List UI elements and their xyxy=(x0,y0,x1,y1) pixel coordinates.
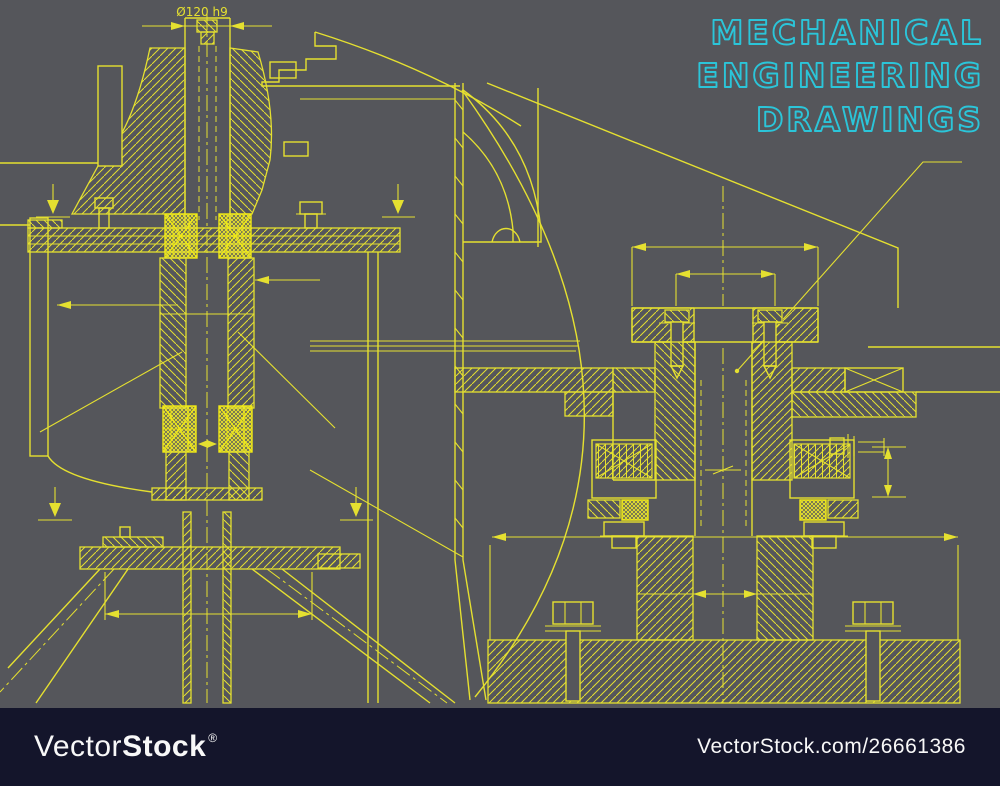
cone-line xyxy=(486,82,899,308)
title-line-2: ENGINEERING xyxy=(696,56,984,95)
base-slab xyxy=(487,639,961,704)
title-text: MECHANICAL ENGINEERING DRAWINGS xyxy=(695,12,984,140)
anchor-bolt-left xyxy=(545,601,601,702)
bell-housing-left xyxy=(70,47,186,215)
blade-profile xyxy=(462,89,542,243)
anchor-bolt-right xyxy=(845,601,901,702)
dimension-arrow xyxy=(171,22,185,30)
engineering-drawing: Ø120 h9 xyxy=(0,5,1000,704)
datum-arrows xyxy=(36,184,415,521)
vectorstock-image-id: VectorStock.com/26661386 xyxy=(697,735,966,758)
wing-profile xyxy=(314,31,522,127)
title-line-1: MECHANICAL xyxy=(711,13,984,52)
right-assembly-drawing xyxy=(310,82,1000,704)
upper-bearing-pair xyxy=(164,213,252,259)
vectorstock-logo: VectorStock® xyxy=(34,730,218,764)
registered-mark: ® xyxy=(208,731,218,745)
bottom-flange xyxy=(79,546,341,570)
left-assembly-drawing: Ø120 h9 xyxy=(0,5,542,704)
blueprint-canvas: Ø120 h9 xyxy=(0,5,1000,704)
main-flange xyxy=(27,227,401,253)
bell-housing-right xyxy=(229,47,273,215)
lower-bearing-pair xyxy=(162,405,253,453)
top-flange xyxy=(631,306,819,344)
logo-prefix: Vector xyxy=(34,730,123,763)
logo-suffix: Stock xyxy=(122,730,207,763)
title-line-3: DRAWINGS xyxy=(756,100,984,139)
dimension-label: Ø120 h9 xyxy=(176,5,227,19)
footer-bar: VectorStock® VectorStock.com/26661386 xyxy=(0,708,1000,786)
roller-bearing-right xyxy=(789,439,859,549)
dimension-arrow xyxy=(230,22,244,30)
roller-bearing-left xyxy=(587,439,657,549)
support-braces xyxy=(7,568,456,704)
leader-line xyxy=(736,161,962,372)
